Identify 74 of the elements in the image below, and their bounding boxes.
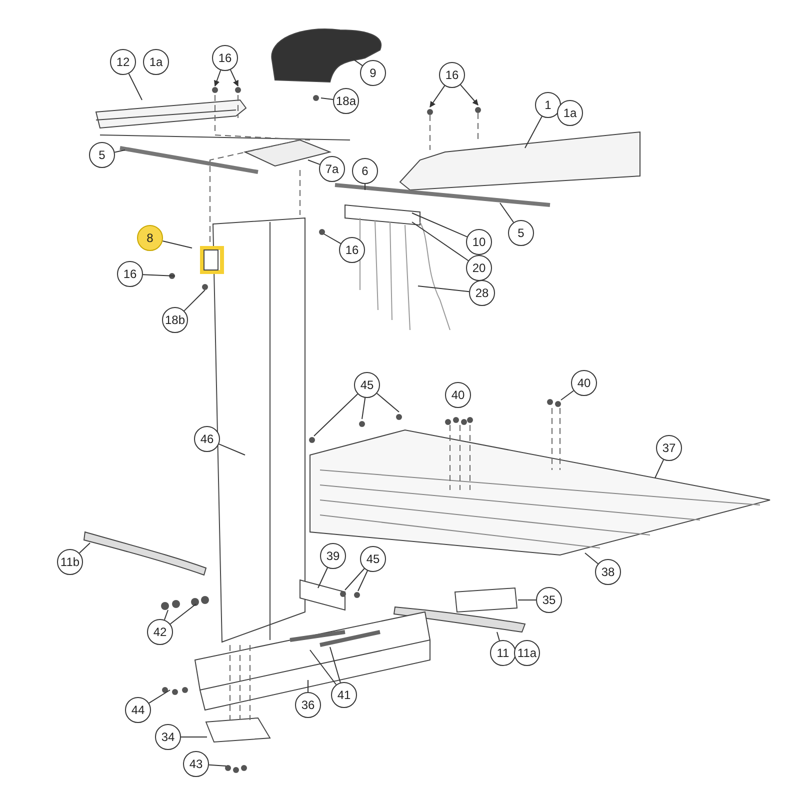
callout-number: 46 (194, 426, 220, 452)
leader-line (412, 212, 468, 238)
callout-number: 6 (352, 158, 378, 184)
callout-number: 44 (125, 697, 151, 723)
callout-number: 18b (162, 307, 188, 333)
leader-line (364, 184, 366, 190)
leader-line (314, 394, 358, 436)
leader-line (330, 646, 341, 684)
leader-line (142, 274, 176, 276)
leader-line (376, 392, 400, 412)
leader-line (362, 397, 366, 420)
callout-number: 1a (557, 100, 583, 126)
callout-number: 11a (514, 640, 540, 666)
callout-number: 9 (360, 60, 386, 86)
leader-line (214, 70, 222, 87)
callout-number: 1a (143, 49, 169, 75)
callout-number: 10 (466, 229, 492, 255)
callout-number: 39 (320, 543, 346, 569)
leader-line (162, 240, 192, 248)
callout-number: 16 (212, 45, 238, 71)
leader-line (320, 98, 334, 100)
leader-line (418, 286, 470, 292)
callout-number: 7a (319, 156, 345, 182)
leader-line (148, 690, 170, 704)
callout-number: 40 (445, 382, 471, 408)
leader-line (180, 736, 208, 738)
callout-number: 5 (89, 142, 115, 168)
leader-line (412, 222, 469, 262)
leader-line (170, 604, 196, 625)
leader-line (310, 650, 337, 686)
callout-number: 16 (117, 261, 143, 287)
leader-line (324, 234, 342, 244)
callout-number: 42 (147, 619, 173, 645)
leader-line (164, 610, 168, 620)
callout-number: 40 (571, 370, 597, 396)
callout-number: 36 (295, 692, 321, 718)
callout-number: 12 (110, 49, 136, 75)
leader-line (654, 459, 664, 478)
leader-line (358, 570, 368, 592)
callout-number: 38 (595, 559, 621, 585)
leader-line (208, 764, 226, 766)
callout-number: 45 (360, 546, 386, 572)
callout-number: 41 (331, 682, 357, 708)
callout-number: 5 (508, 220, 534, 246)
callout-number: 34 (155, 724, 181, 750)
callout-number: 16 (439, 62, 465, 88)
callout-number: 11 (490, 640, 516, 666)
leader-line (184, 290, 206, 312)
leader-line (114, 150, 126, 153)
leader-line (500, 202, 514, 223)
leader-line (230, 69, 238, 87)
leader-line (524, 116, 542, 148)
leader-line (460, 84, 478, 106)
callout-number: 28 (469, 280, 495, 306)
callout-number: 16 (339, 237, 365, 263)
callout-number: 37 (656, 435, 682, 461)
leader-line (308, 160, 320, 165)
callout-number: 18a (333, 88, 359, 114)
leader-line (218, 444, 246, 456)
leader-line (560, 390, 574, 400)
leader-line (584, 552, 598, 564)
leader-line (78, 542, 90, 554)
leader-line (430, 85, 446, 108)
leader-line (128, 73, 142, 100)
leader-line (496, 632, 500, 641)
leader-line (344, 568, 365, 590)
leader-line (318, 567, 328, 588)
callout-number: 35 (536, 587, 562, 613)
callout-number: 8 (137, 225, 163, 251)
callout-number: 43 (183, 751, 209, 777)
callout-number: 1 (535, 92, 561, 118)
callout-number: 45 (354, 372, 380, 398)
callout-number: 20 (466, 255, 492, 281)
callout-number: 11b (57, 549, 83, 575)
